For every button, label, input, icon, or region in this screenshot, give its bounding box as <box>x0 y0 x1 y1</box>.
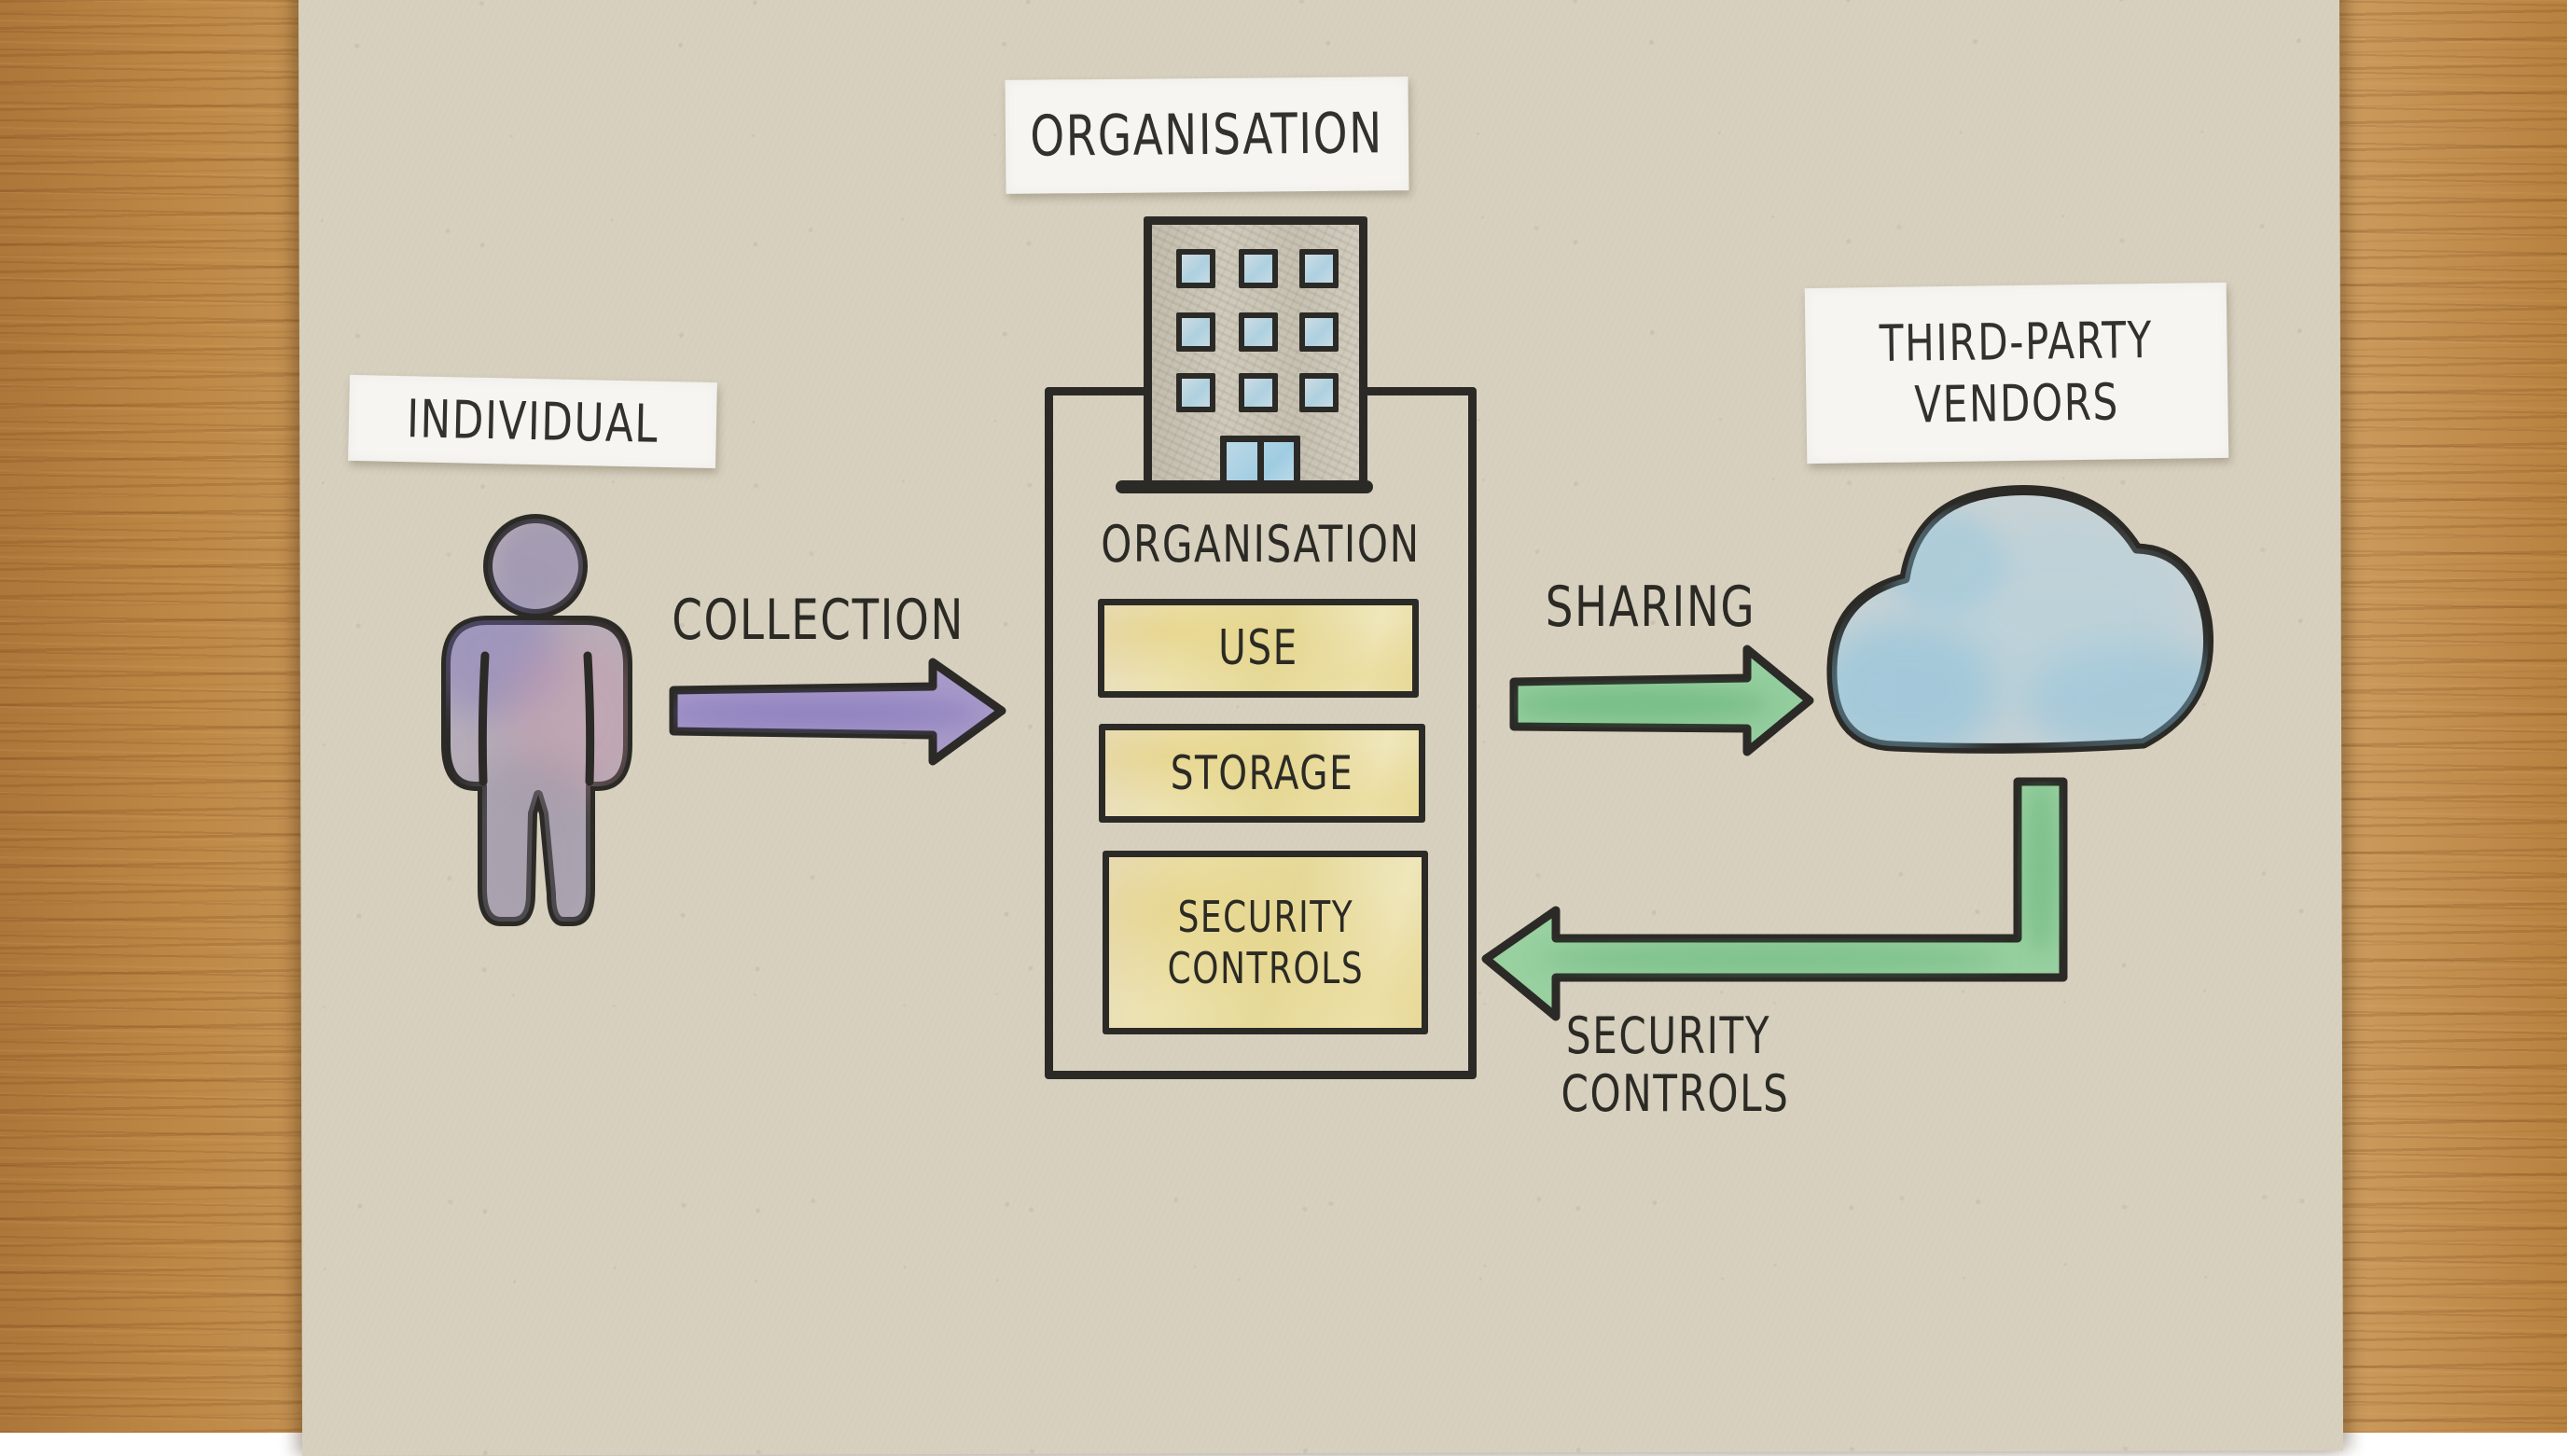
building-window <box>1239 312 1278 352</box>
collection-arrow <box>669 658 1006 766</box>
building-window <box>1176 312 1215 352</box>
storage-box: STORAGE <box>1099 724 1425 823</box>
organisation-box-title: ORGANISATION <box>1048 515 1473 574</box>
person-icon <box>441 514 632 926</box>
security-controls-flow-line1: SECURITY <box>1566 1006 1771 1065</box>
building-door-divider <box>1257 442 1264 492</box>
building-window <box>1299 249 1339 288</box>
sharing-flow-label: SHARING <box>1511 575 1791 640</box>
security-controls-flow-line2: CONTROLS <box>1561 1063 1790 1123</box>
sharing-arrow <box>1509 645 1814 756</box>
building-ground-line <box>1116 480 1373 493</box>
cloud-icon <box>1826 485 2214 754</box>
building-icon <box>1144 216 1367 492</box>
person-left-arm-line <box>478 651 490 786</box>
security-controls-box-line1: SECURITY <box>1177 892 1353 943</box>
building-window <box>1239 249 1278 288</box>
security-controls-box-line2: CONTROLS <box>1167 942 1364 993</box>
person-right-arm-line <box>583 651 595 786</box>
storage-box-label: STORAGE <box>1170 746 1354 800</box>
use-box: USE <box>1098 599 1419 698</box>
collection-flow-label-text: COLLECTION <box>672 588 965 653</box>
security-controls-box: SECURITY CONTROLS <box>1103 851 1428 1034</box>
building-window <box>1176 249 1215 288</box>
security-controls-flow-label: SECURITY CONTROLS <box>1529 1007 1809 1122</box>
security-controls-return-arrow <box>1481 777 2068 1021</box>
building-window <box>1239 373 1278 412</box>
building-window <box>1176 373 1215 412</box>
building-window <box>1299 312 1339 352</box>
sharing-flow-label-text: SHARING <box>1546 575 1756 640</box>
use-box-label: USE <box>1218 620 1298 676</box>
organisation-box-title-text: ORGANISATION <box>1101 515 1421 574</box>
collection-flow-label: COLLECTION <box>631 588 1004 653</box>
person-pencil-shading <box>446 519 628 922</box>
building-window <box>1299 373 1339 412</box>
